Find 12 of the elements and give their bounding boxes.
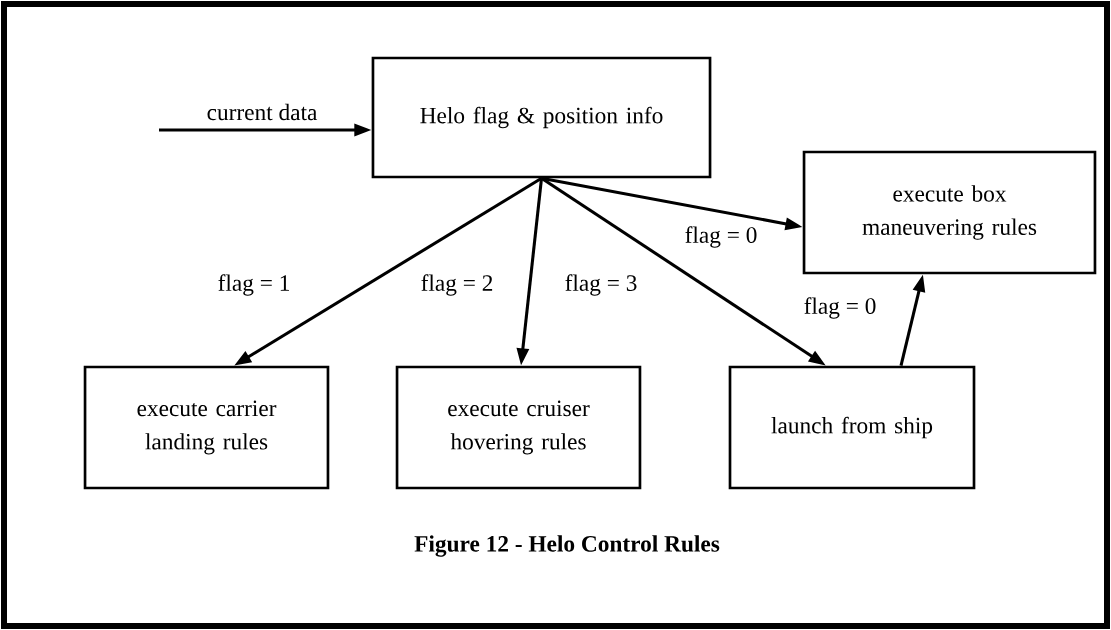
process-box: Helo flag & position info (371, 56, 712, 179)
process-box: execute carrier landing rules (83, 365, 330, 490)
process-box: launch from ship (728, 365, 976, 490)
edge-label: flag = 2 (419, 272, 495, 298)
edge-label: flag = 0 (802, 295, 878, 321)
process-box: execute box maneuvering rules (802, 150, 1097, 275)
process-box: execute cruiser hovering rules (395, 365, 642, 490)
edge-label: current data (205, 102, 319, 122)
edge-label: flag = 3 (563, 272, 639, 298)
edge-label: flag = 1 (216, 272, 292, 298)
edge-label: flag = 0 (683, 224, 759, 250)
figure-caption: Figure 12 - Helo Control Rules (414, 535, 720, 557)
